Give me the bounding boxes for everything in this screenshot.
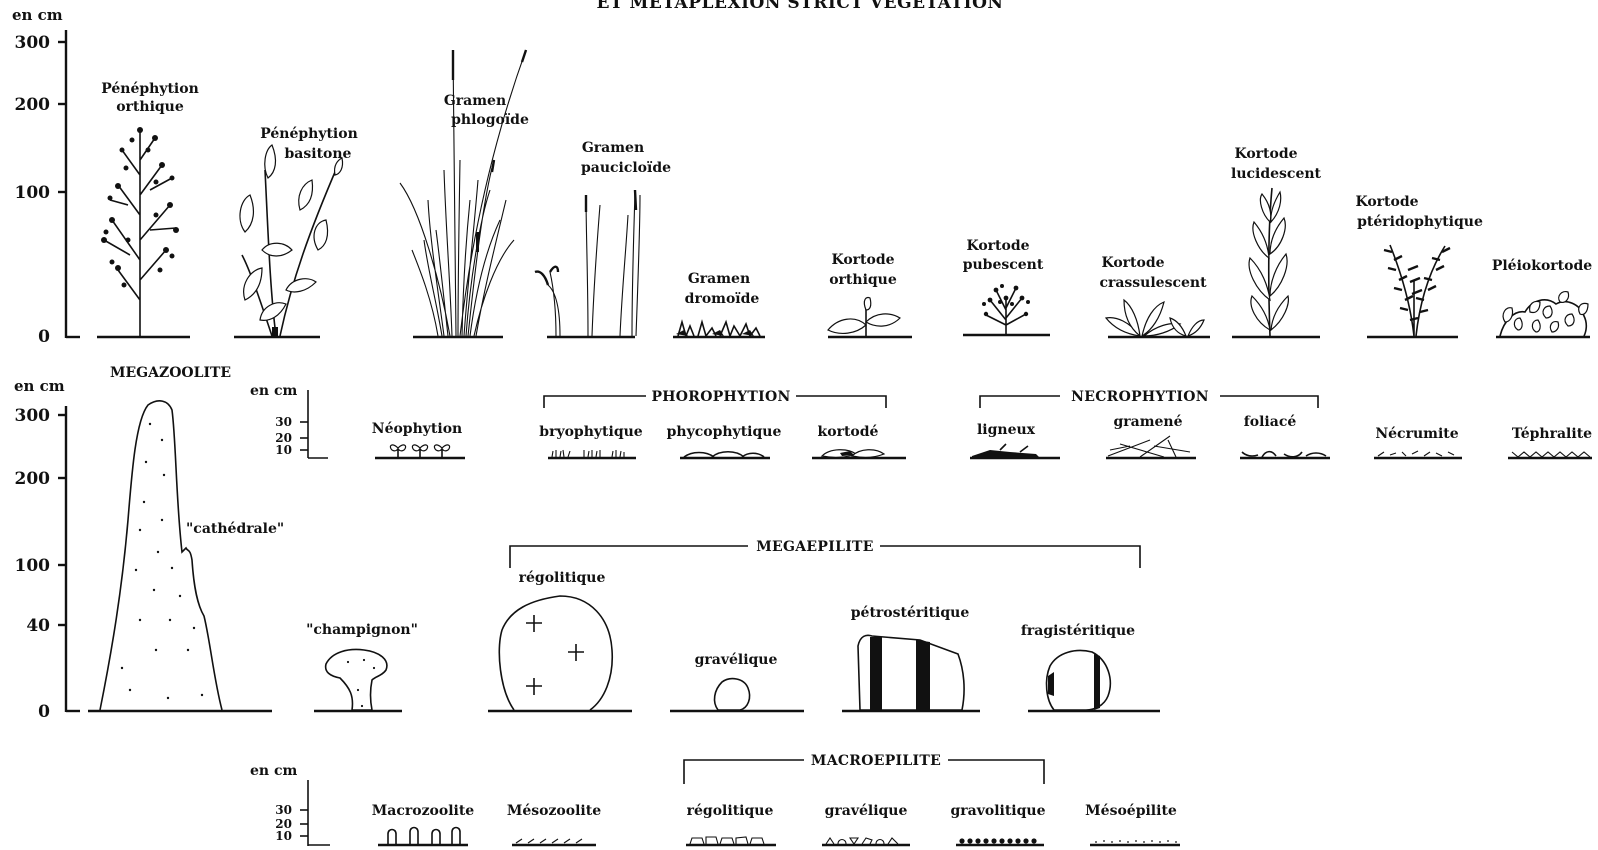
label-kortode-pubescent-1: Kortode — [966, 238, 1029, 254]
top-axis-unit: en cm — [12, 6, 63, 24]
label-mesoepilite: Mésoépilite — [1085, 803, 1177, 819]
gramen-paucicloide: Gramen paucicloïde — [535, 140, 671, 337]
penephytion-orthique: Pénéphytion orthique — [97, 81, 199, 337]
label-penephytion-orthique-2: orthique — [116, 99, 184, 115]
label-bryophytique: bryophytique — [539, 424, 642, 440]
label-gravelique-macro: gravélique — [825, 803, 908, 819]
macroepilite-group: MACROEPILITE régolitique gravélique grav… — [684, 753, 1046, 845]
label-foliace: foliacé — [1244, 414, 1297, 430]
label-gramen-phlogoide-2: phlogoïde — [451, 112, 529, 128]
kortode-pubescent: Kortode pubescent — [963, 238, 1050, 335]
label-regolitique-mega: régolitique — [519, 570, 606, 586]
kortode-crassulescent: Kortode crassulescent — [1099, 255, 1210, 337]
mesoepilite: Mésoépilite — [1085, 803, 1180, 845]
label-kortode-pteridophytique-1: Kortode — [1355, 194, 1418, 210]
top-tick-100: 100 — [15, 183, 51, 203]
inset-middle-tick-30: 30 — [275, 415, 292, 429]
label-ligneux: ligneux — [977, 422, 1036, 438]
label-penephytion-basitone-1: Pénéphytion — [260, 126, 358, 142]
top-axis: en cm 300 200 100 0 — [12, 6, 80, 347]
label-gramen-dromoide-1: Gramen — [688, 271, 750, 287]
middle-axis-unit: en cm — [14, 377, 65, 395]
inset-middle-tick-10: 10 — [275, 443, 292, 457]
megazoolite: MEGAZOOLITE "cathédrale" — [88, 365, 284, 711]
label-phorophytion: PHOROPHYTION — [651, 389, 790, 405]
bottom-axis-unit: en cm — [250, 763, 297, 779]
megaepilite-group: MEGAEPILITE régolitique gravélique pétro… — [488, 539, 1160, 711]
label-pleiokortode: Pléiokortode — [1492, 258, 1592, 274]
middle-tick-0: 0 — [38, 702, 50, 722]
label-megaepilite: MEGAEPILITE — [756, 539, 874, 555]
middle-tick-300: 300 — [15, 406, 51, 426]
macrozoolite: Macrozoolite — [372, 803, 475, 845]
bottom-tick-30: 30 — [275, 803, 292, 817]
inset-axis-middle: en cm 30 20 10 — [250, 383, 328, 458]
inset-middle-unit: en cm — [250, 383, 297, 399]
label-kortode-pteridophytique-2: ptéridophytique — [1357, 214, 1483, 230]
label-kortode-orthique-2: orthique — [829, 272, 897, 288]
kortode-lucidescent: Kortode lucidescent — [1231, 146, 1322, 337]
middle-axis: en cm 300 200 100 40 0 — [14, 377, 80, 722]
label-regolitique-macro: régolitique — [687, 803, 774, 819]
label-macroepilite: MACROEPILITE — [811, 753, 941, 769]
label-fragisteritique: fragistéritique — [1021, 623, 1135, 639]
middle-tick-200: 200 — [15, 469, 51, 489]
neophytion: Néophytion — [372, 421, 465, 458]
kortode-pteridophytique: Kortode ptéridophytique — [1355, 194, 1483, 337]
label-necrumite: Nécrumite — [1375, 426, 1458, 442]
label-kortode-crassulescent-1: Kortode — [1101, 255, 1164, 271]
label-gramene: gramené — [1113, 414, 1182, 430]
label-penephytion-orthique-1: Pénéphytion — [101, 81, 199, 97]
label-cathedrale: "cathédrale" — [186, 521, 284, 537]
tephralite: Téphralite — [1508, 426, 1592, 458]
label-gravelique-mega: gravélique — [695, 652, 778, 668]
middle-tick-40: 40 — [26, 616, 50, 636]
champignon: "champignon" — [306, 622, 418, 711]
label-kortode-orthique-1: Kortode — [831, 252, 894, 268]
necrumite: Nécrumite — [1374, 426, 1462, 458]
phorophytion-group: PHOROPHYTION bryophytique phycophytique … — [539, 389, 906, 458]
middle-tick-100: 100 — [15, 556, 51, 576]
label-tephralite: Téphralite — [1512, 426, 1592, 442]
gramen-dromoide: Gramen dromoïde — [673, 271, 765, 337]
label-phycophytique: phycophytique — [667, 424, 782, 440]
kortode-orthique: Kortode orthique — [828, 252, 912, 337]
bottom-tick-10: 10 — [275, 829, 292, 843]
bottom-axis: en cm 30 20 10 — [250, 763, 330, 846]
label-kortode-crassulescent-2: crassulescent — [1099, 275, 1207, 291]
figure-title: ET MÉTAPLEXION STRICT VÉGÉTATION — [597, 0, 1004, 13]
label-gravolitique: gravolitique — [950, 803, 1045, 819]
label-megazoolite: MEGAZOOLITE — [110, 365, 231, 381]
label-kortode-lucidescent-1: Kortode — [1234, 146, 1297, 162]
label-petrosteritique: pétrostéritique — [851, 605, 970, 621]
gramen-phlogoide: Gramen phlogoïde — [400, 50, 529, 337]
penephytion-basitone: Pénéphytion basitone — [234, 126, 358, 337]
label-kortode-small: kortodé — [818, 424, 879, 440]
label-necrophytion: NECROPHYTION — [1071, 389, 1209, 405]
pleiokortode: Pléiokortode — [1492, 258, 1592, 337]
top-tick-200: 200 — [15, 95, 51, 115]
label-gramen-dromoide-2: dromoïde — [685, 291, 760, 307]
label-kortode-lucidescent-2: lucidescent — [1231, 166, 1322, 182]
necrophytion-group: NECROPHYTION ligneux gramené foliacé — [970, 389, 1330, 458]
label-gramen-paucicloide-2: paucicloïde — [581, 160, 671, 176]
label-kortode-pubescent-2: pubescent — [963, 257, 1044, 273]
label-champignon: "champignon" — [306, 622, 418, 638]
label-mesozoolite: Mésozoolite — [507, 803, 601, 819]
label-macrozoolite: Macrozoolite — [372, 803, 475, 819]
top-tick-300: 300 — [15, 33, 51, 53]
mesozoolite: Mésozoolite — [507, 803, 601, 845]
label-gramen-paucicloide-1: Gramen — [582, 140, 644, 156]
label-neophytion: Néophytion — [372, 421, 462, 437]
top-tick-0: 0 — [38, 327, 50, 347]
